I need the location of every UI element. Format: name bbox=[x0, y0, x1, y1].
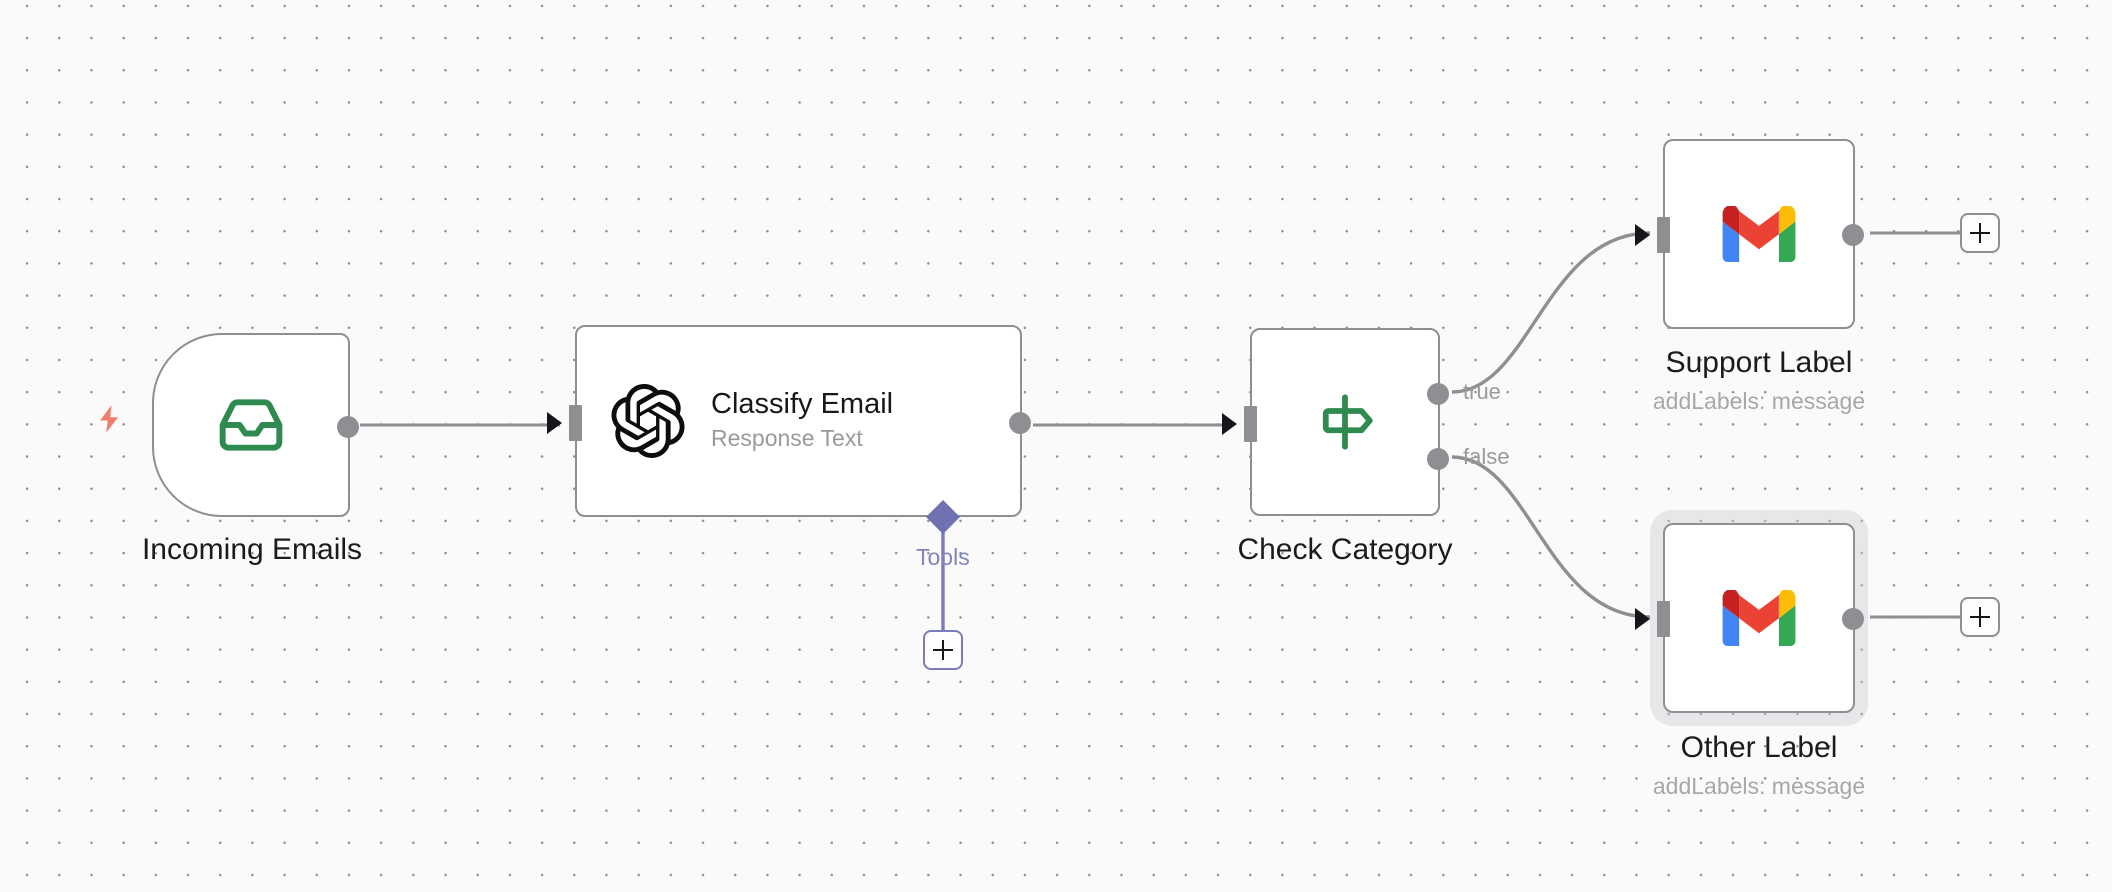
node-check-category[interactable] bbox=[1222, 328, 1449, 516]
input-port-other-label[interactable] bbox=[1657, 601, 1670, 637]
input-port-check-category[interactable] bbox=[1244, 406, 1257, 442]
output-port-other-label[interactable] bbox=[1842, 608, 1864, 630]
node-label-other-label: Other Label bbox=[1680, 731, 1838, 764]
plus-icon bbox=[1970, 223, 1990, 243]
output-port-classify-email[interactable] bbox=[1009, 412, 1031, 434]
tools-connector-label: Tools bbox=[916, 544, 970, 570]
plus-icon bbox=[933, 640, 953, 660]
node-classify-email-text: Classify Email Response Text bbox=[711, 387, 893, 456]
input-arrow-other-label bbox=[1635, 608, 1650, 630]
add-node-after-other-button[interactable] bbox=[1960, 597, 2000, 637]
input-arrow-support-label bbox=[1635, 224, 1650, 246]
node-label-support-label: Support Label bbox=[1665, 346, 1853, 379]
node-subtitle-classify-email: Response Text bbox=[711, 424, 863, 451]
gmail-icon bbox=[1722, 206, 1796, 262]
output-label-true: true bbox=[1463, 379, 1501, 404]
output-port-support-label[interactable] bbox=[1842, 224, 1864, 246]
output-port-false[interactable] bbox=[1427, 448, 1449, 470]
caption-support-label: Support Label addLabels: message bbox=[1559, 345, 1959, 418]
input-port-classify-email[interactable] bbox=[569, 405, 582, 441]
add-node-after-support-button[interactable] bbox=[1960, 213, 2000, 253]
node-support-label[interactable] bbox=[1635, 139, 1864, 329]
node-sublabel-other-label: addLabels: message bbox=[1652, 773, 1866, 799]
caption-other-label: Other Label addLabels: message bbox=[1559, 730, 1959, 803]
node-label-check-category: Check Category bbox=[1237, 533, 1453, 566]
output-port-true[interactable] bbox=[1427, 383, 1449, 405]
caption-incoming-emails: Incoming Emails bbox=[52, 532, 452, 568]
add-tool-button[interactable] bbox=[923, 630, 963, 670]
input-arrow-classify-email bbox=[547, 412, 562, 434]
output-label-false: false bbox=[1463, 444, 1510, 469]
gmail-icon bbox=[1722, 590, 1796, 646]
input-port-support-label[interactable] bbox=[1657, 217, 1670, 253]
node-sublabel-support-label: addLabels: message bbox=[1652, 388, 1866, 414]
inbox-icon bbox=[217, 391, 285, 459]
node-classify-email[interactable]: Classify Email Response Text bbox=[547, 325, 1031, 517]
plus-icon bbox=[1970, 607, 1990, 627]
openai-icon bbox=[611, 384, 685, 458]
caption-check-category: Check Category bbox=[1145, 532, 1545, 568]
input-arrow-check-category bbox=[1222, 413, 1237, 435]
signpost-icon bbox=[1312, 389, 1378, 455]
node-other-label[interactable] bbox=[1635, 523, 1864, 713]
node-title-classify-email: Classify Email bbox=[711, 387, 894, 420]
node-incoming-emails[interactable] bbox=[152, 333, 359, 517]
node-label-incoming-emails: Incoming Emails bbox=[141, 533, 363, 566]
trigger-bolt-icon bbox=[95, 403, 125, 440]
output-port-incoming-emails[interactable] bbox=[337, 416, 359, 438]
